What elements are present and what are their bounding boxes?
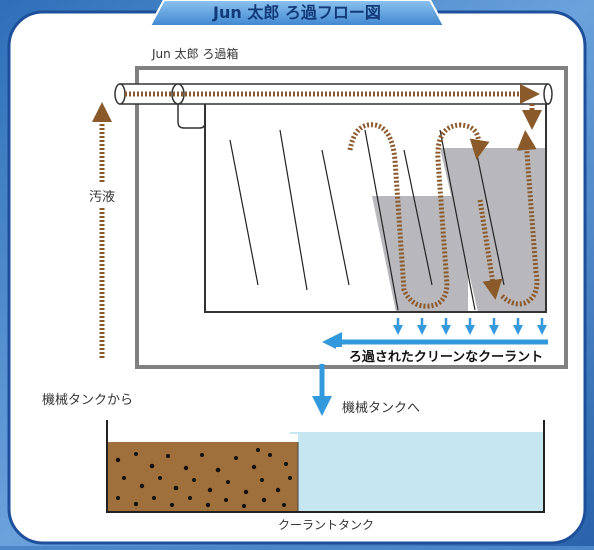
dirty-label-mask xyxy=(80,184,124,208)
serpentine-arrow-3 xyxy=(477,199,503,300)
serpentine-arrow-2 xyxy=(500,130,540,307)
clean-drip-arrows xyxy=(393,318,547,335)
filter-sheet xyxy=(321,149,350,286)
clean-compartment xyxy=(298,433,544,512)
filter-sheet xyxy=(279,129,308,291)
filter-sheet xyxy=(364,129,399,311)
serpentine-arrow-1 xyxy=(347,122,490,309)
coolant-tank xyxy=(106,420,545,513)
title-tab: Jun 太郎 ろ過フロー図 xyxy=(148,0,446,27)
inlet-pipe xyxy=(114,83,553,129)
filter-box-label: Jun 太郎 ろ過箱 xyxy=(151,46,238,61)
filter-sheet xyxy=(403,149,433,286)
to-machine-label: 機械タンクへ xyxy=(342,401,420,416)
page-title: Jun 太郎 ろ過フロー図 xyxy=(212,3,381,22)
dirty-fluid-label: 汚液 xyxy=(89,190,115,205)
filter-sheet xyxy=(475,149,505,286)
serpentine-flow xyxy=(347,122,540,309)
inner-filter-tank xyxy=(204,104,547,313)
from-machine-label: 機械タンクから xyxy=(42,393,133,408)
clean-label-bg xyxy=(336,347,556,365)
filter-sheet xyxy=(229,139,259,286)
sludge-particles xyxy=(115,448,292,509)
filter-box-frame xyxy=(135,66,568,369)
clean-coolant-label: ろ過されたクリーンなクーラント xyxy=(349,349,543,365)
filter-sheet xyxy=(439,129,476,311)
filtered-area-1 xyxy=(372,196,468,312)
coolant-tank-label: クーラントタンク xyxy=(278,518,374,532)
